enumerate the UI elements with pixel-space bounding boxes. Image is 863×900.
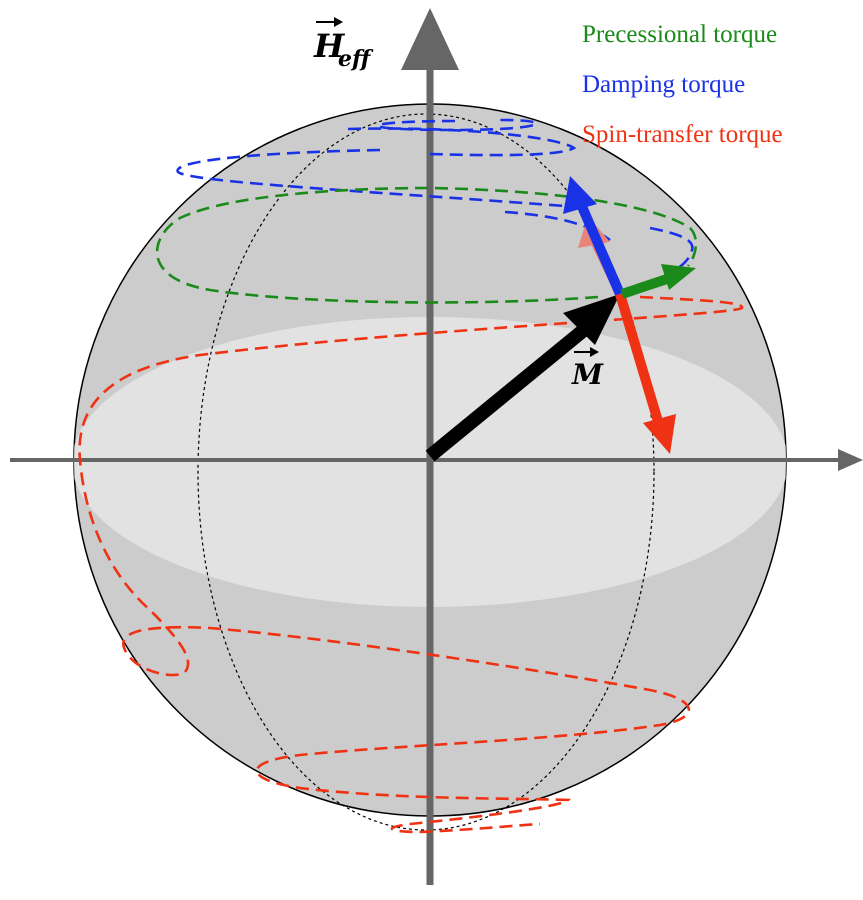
magnetization-vector xyxy=(425,294,620,462)
h-eff-symbol: H xyxy=(313,27,346,65)
magnetization-symbol: M xyxy=(571,358,604,391)
h-eff-label: H eff xyxy=(313,17,374,72)
meridian-ellipse xyxy=(197,113,655,831)
legend-precessional: Precessional torque xyxy=(582,21,777,48)
spin-transfer-trajectory xyxy=(78,295,744,834)
magnetization-arrowhead xyxy=(563,294,620,345)
x-axis-arrowhead xyxy=(838,449,863,471)
h-eff-subscript: eff xyxy=(338,46,374,72)
h-eff-arrowhead xyxy=(401,8,459,70)
damping-torque-vector xyxy=(563,176,625,296)
legend-spin-transfer: Spin-transfer torque xyxy=(582,121,783,148)
magnetization-label: M xyxy=(571,347,604,391)
spin-transfer-torque-vector xyxy=(615,292,676,454)
precession-orbit xyxy=(155,186,698,304)
precessional-torque-vector xyxy=(620,264,696,299)
legend-damping: Damping torque xyxy=(582,71,745,98)
legend: Precessional torque Damping torque Spin-… xyxy=(582,21,783,148)
